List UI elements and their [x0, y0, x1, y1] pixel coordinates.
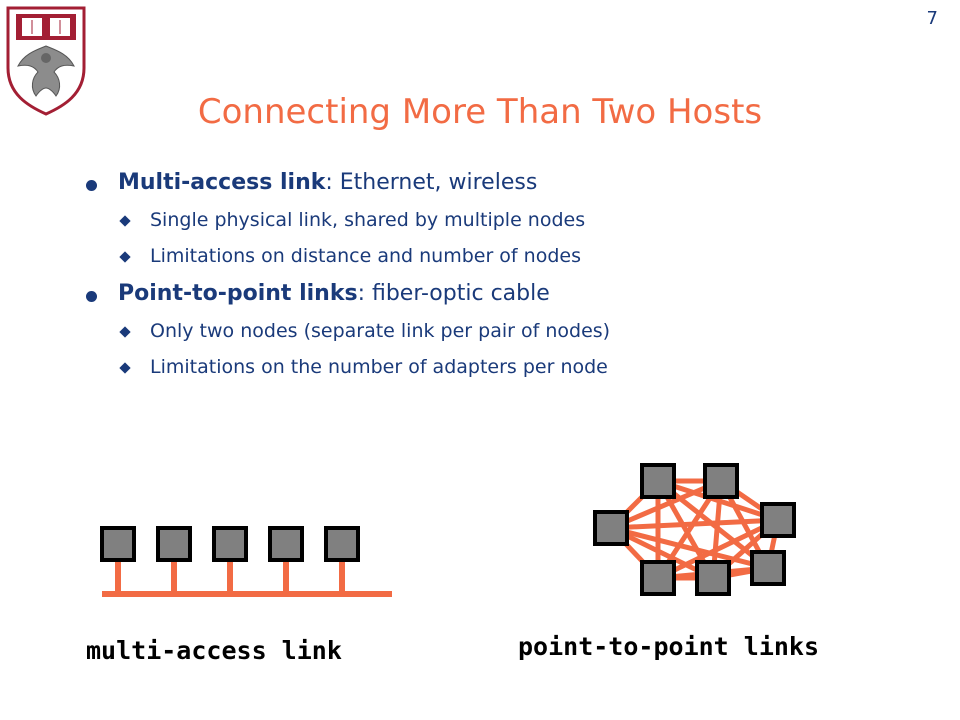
point-to-point-link [610, 517, 779, 531]
host-node [593, 510, 629, 546]
bullet-point-to-point: Point-to-point links: fiber-optic cable [84, 281, 944, 306]
host-node [156, 526, 192, 562]
university-crest-logo [6, 6, 86, 116]
bullet-separator: : [357, 281, 372, 306]
sub-bullet: Limitations on the number of adapters pe… [84, 356, 944, 378]
sub-bullet-text: Limitations on the number of adapters pe… [150, 356, 608, 378]
host-node [750, 550, 786, 586]
multi-access-caption: multi-access link [86, 636, 342, 665]
multi-access-diagram [100, 526, 392, 597]
host-node [640, 560, 676, 596]
slide-title: Connecting More Than Two Hosts [197, 92, 763, 132]
bullet-multi-access: Multi-access link: Ethernet, wireless [84, 170, 944, 195]
host-node [703, 463, 739, 499]
host-node [100, 526, 136, 562]
sub-bullet-text: Single physical link, shared by multiple… [150, 209, 586, 231]
bullet-dot-icon [86, 291, 97, 302]
point-to-point-diagram [593, 463, 796, 596]
sub-bullet: Single physical link, shared by multiple… [84, 209, 944, 231]
sub-bullet-text: Limitations on distance and number of no… [150, 245, 581, 267]
host-node [640, 463, 676, 499]
point-to-point-link [656, 517, 780, 581]
bullet-term: Point-to-point links [118, 281, 358, 306]
bullet-list: Multi-access link: Ethernet, wireless Si… [84, 170, 944, 392]
point-to-point-link [610, 478, 722, 531]
host-node [760, 502, 796, 538]
point-to-point-link [610, 525, 769, 571]
sub-bullet-text: Only two nodes (separate link per pair o… [150, 320, 611, 342]
bullet-detail: fiber-optic cable [371, 281, 550, 306]
host-node [212, 526, 248, 562]
sub-bullet: Only two nodes (separate link per pair o… [84, 320, 944, 342]
point-to-point-caption: point-to-point links [518, 632, 820, 661]
host-node [324, 526, 360, 562]
sub-bullet: Limitations on distance and number of no… [84, 245, 944, 267]
host-node [268, 526, 304, 562]
page-number: 7 [926, 8, 938, 29]
host-node [695, 560, 731, 596]
bullet-detail: Ethernet, wireless [339, 170, 538, 195]
bullet-dot-icon [86, 180, 97, 191]
bullet-term: Multi-access link [118, 170, 326, 195]
bullet-separator: : [325, 170, 340, 195]
